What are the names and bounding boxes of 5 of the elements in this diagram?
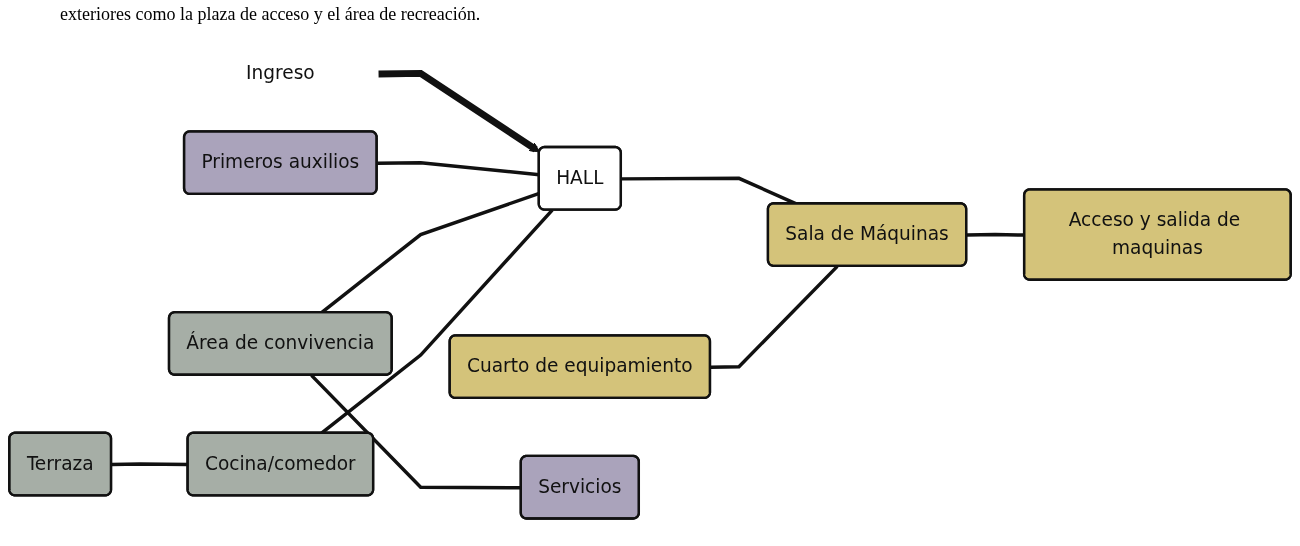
node-text: Ingreso (246, 61, 315, 84)
note-text: exteriores como la plaza de acceso y el área de recreación. (60, 4, 481, 24)
arrow (378, 69, 540, 153)
connector (966, 232, 1025, 237)
connector (710, 265, 839, 369)
